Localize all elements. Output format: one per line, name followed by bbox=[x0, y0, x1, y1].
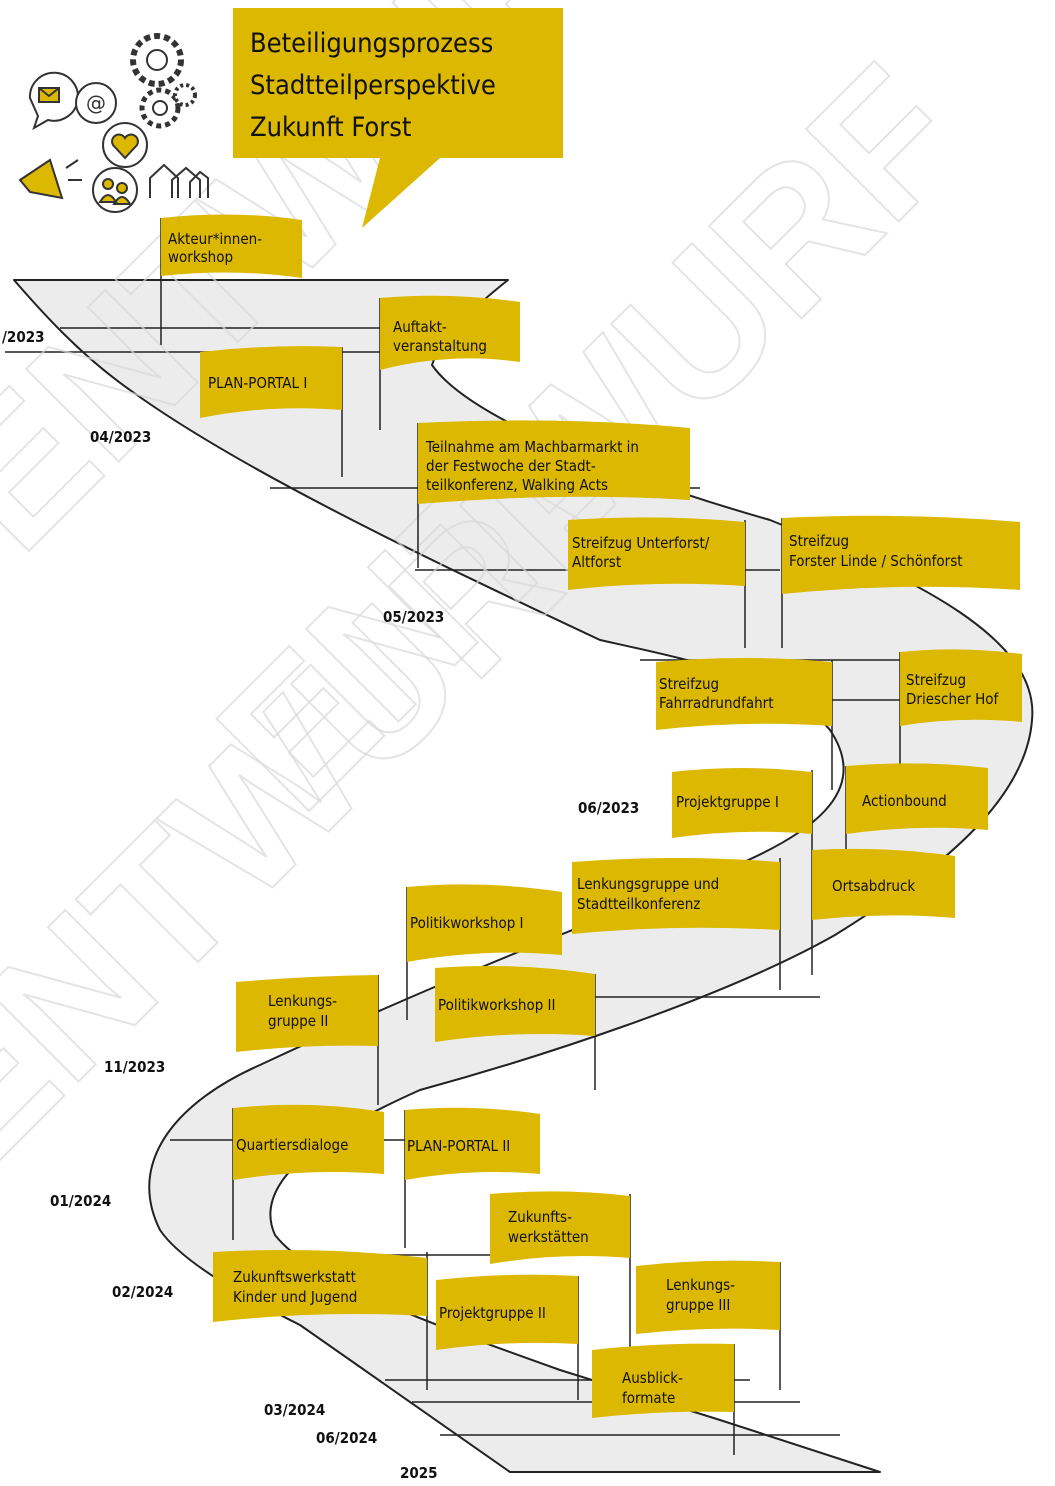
flag-label-line: Zukunfts- bbox=[508, 1208, 572, 1226]
gear-icon bbox=[130, 33, 197, 129]
flag-label-line: Fahrradrundfahrt bbox=[659, 694, 774, 712]
title-line-1: Beteiligungsprozess bbox=[250, 28, 493, 59]
flag-plan-portal-2: PLAN-PORTAL II bbox=[404, 1107, 540, 1248]
flag-label-line: Politikworkshop II bbox=[438, 996, 556, 1014]
date-label: 06/2023 bbox=[578, 799, 639, 817]
flag-label-line: Lenkungs- bbox=[666, 1276, 735, 1294]
flag-teilnahme-machbarmarkt: Teilnahme am Machbarmarkt in der Festwoc… bbox=[417, 420, 690, 568]
flag-label-line: Akteur*innen- bbox=[168, 230, 262, 248]
flag-label-line: Teilnahme am Machbarmarkt in bbox=[425, 438, 639, 456]
flag-projektgruppe-1: Projektgruppe I bbox=[672, 768, 813, 850]
heart-icon bbox=[102, 122, 148, 168]
date-labels: /2023 04/2023 05/2023 06/2023 11/2023 01… bbox=[2, 328, 639, 1482]
flag-label-line: Actionbound bbox=[862, 792, 947, 810]
flag-label-line: Auftakt- bbox=[393, 318, 447, 336]
people-icon bbox=[92, 167, 138, 213]
flag-label-line: Projektgruppe II bbox=[439, 1304, 546, 1322]
houses-icon bbox=[149, 163, 209, 198]
flag-label-line: teilkonferenz, Walking Acts bbox=[426, 476, 608, 494]
date-label: /2023 bbox=[2, 328, 45, 346]
date-label: 02/2024 bbox=[112, 1283, 173, 1301]
flag-label-line: PLAN-PORTAL II bbox=[407, 1137, 510, 1155]
flag-label-line: Streifzug bbox=[789, 532, 849, 550]
flag-label-line: Lenkungsgruppe und bbox=[577, 875, 719, 893]
flag-label-line: werkstätten bbox=[508, 1228, 589, 1246]
date-label: 01/2024 bbox=[50, 1192, 111, 1210]
flag-streifzug-driescher-hof: Streifzug Driescher Hof bbox=[899, 649, 1022, 765]
flag-label-line: PLAN-PORTAL I bbox=[208, 374, 307, 392]
flag-label-line: Altforst bbox=[572, 553, 621, 571]
flag-label-line: Zukunftswerkstatt bbox=[233, 1268, 356, 1286]
flag-label-line: Streifzug Unterforst/ bbox=[572, 534, 710, 552]
title-line-3: Zukunft Forst bbox=[250, 112, 411, 143]
flag-lenkungsgruppe-stadtteilkonferenz: Lenkungsgruppe und Stadtteilkonferenz bbox=[572, 858, 781, 990]
flag-label-line: veranstaltung bbox=[393, 337, 487, 355]
flag-ortsabdruck: Ortsabdruck bbox=[811, 848, 955, 975]
flag-akteur-workshop: Akteur*innen- workshop bbox=[160, 214, 302, 345]
flag-politikworkshop-2: Politikworkshop II bbox=[435, 966, 596, 1090]
flag-label-line: Stadtteilkonferenz bbox=[577, 895, 700, 913]
flag-zukunftswerkstatt-kinder-jugend: Zukunftswerkstatt Kinder und Jugend bbox=[213, 1250, 428, 1390]
flag-streifzug-unterforst: Streifzug Unterforst/ Altforst bbox=[568, 517, 746, 648]
flag-label-line: workshop bbox=[168, 248, 233, 266]
flag-streifzug-forster-linde: Streifzug Forster Linde / Schönforst bbox=[781, 515, 1020, 648]
date-label: 05/2023 bbox=[383, 608, 444, 626]
flag-ausblickformate: Ausblick- formate bbox=[592, 1343, 735, 1455]
flag-label-line: Driescher Hof bbox=[906, 690, 1000, 708]
flag-label-line: Ortsabdruck bbox=[832, 877, 915, 895]
flag-label-line: Lenkungs- bbox=[268, 992, 337, 1010]
title-line-2: Stadtteilperspektive bbox=[250, 70, 496, 101]
flag-quartiersdialoge: Quartiersdialoge bbox=[232, 1104, 384, 1240]
mail-icon bbox=[28, 71, 79, 131]
flag-auftaktveranstaltung: Auftakt- veranstaltung bbox=[379, 295, 520, 430]
milestone-flags: Akteur*innen- workshop Auftakt- veransta… bbox=[160, 214, 1022, 1455]
flag-label-line: Streifzug bbox=[906, 671, 966, 689]
flag-label-line: Kinder und Jugend bbox=[233, 1288, 357, 1306]
flag-projektgruppe-2: Projektgruppe II bbox=[436, 1274, 579, 1400]
flag-label-line: Ausblick- bbox=[622, 1369, 683, 1387]
flag-lenkungsgruppe-2: Lenkungs- gruppe II bbox=[236, 975, 379, 1105]
at-icon: @ bbox=[75, 82, 117, 124]
date-label: 11/2023 bbox=[104, 1058, 165, 1076]
flag-lenkungsgruppe-3: Lenkungs- gruppe III bbox=[636, 1260, 781, 1390]
flag-label-line: Forster Linde / Schönforst bbox=[789, 552, 963, 570]
date-label: 2025 bbox=[400, 1464, 438, 1482]
megaphone-icon bbox=[18, 158, 82, 200]
date-label: 03/2024 bbox=[264, 1401, 325, 1419]
flag-label-line: gruppe III bbox=[666, 1296, 730, 1314]
flag-zukunftswerkstaetten: Zukunfts- werkstätten bbox=[490, 1191, 631, 1350]
flag-label-line: gruppe II bbox=[268, 1012, 328, 1030]
flag-label-line: Streifzug bbox=[659, 675, 719, 693]
date-label: 04/2023 bbox=[90, 428, 151, 446]
svg-text:@: @ bbox=[86, 91, 106, 115]
flag-label-line: Quartiersdialoge bbox=[236, 1136, 348, 1154]
date-label: 06/2024 bbox=[316, 1429, 377, 1447]
title-bubble: Beteiligungsprozess Stadtteilperspektive… bbox=[233, 8, 563, 228]
flag-politikworkshop-1: Politikworkshop I bbox=[406, 884, 562, 1020]
flag-label-line: der Festwoche der Stadt- bbox=[426, 457, 596, 475]
participation-icons: @ bbox=[18, 33, 209, 213]
flag-label-line: Politikworkshop I bbox=[410, 914, 524, 932]
flag-plan-portal-1: PLAN-PORTAL I bbox=[200, 346, 343, 477]
flag-label-line: Projektgruppe I bbox=[676, 793, 779, 811]
flag-label-line: formate bbox=[622, 1389, 675, 1407]
flag-streifzug-fahrradrundfahrt: Streifzug Fahrradrundfahrt bbox=[656, 658, 833, 790]
